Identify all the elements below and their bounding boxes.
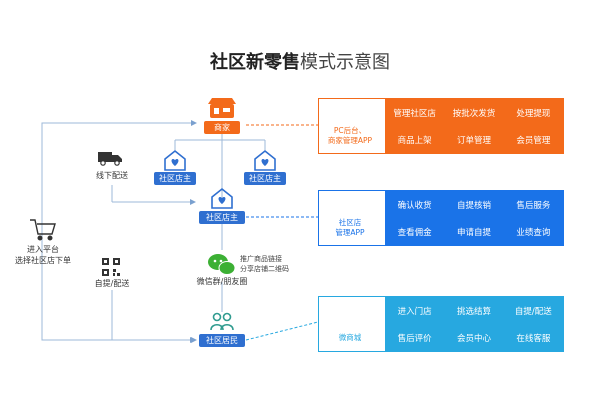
feature-item: 申请自提	[456, 227, 491, 238]
cart-icon	[30, 219, 56, 241]
caption-line2: 商家管理APP	[327, 136, 373, 145]
feature-item: 进入门店	[397, 306, 432, 317]
wechat-icon	[208, 254, 236, 275]
share-note: 推广商品链接 分享店铺二维码	[240, 254, 310, 274]
offline-delivery-lines	[111, 185, 196, 205]
caption-line1: PC后台、	[333, 126, 367, 135]
feature-item: 自提/配送	[514, 306, 552, 317]
owner-left-label: 社区店主	[154, 172, 196, 185]
house-heart-icon	[254, 149, 276, 171]
feature-item: 售后服务	[516, 200, 551, 211]
feature-item: 确认收货	[397, 200, 432, 211]
merchant-branch-lines	[174, 132, 266, 200]
owner-center-label: 社区店主	[199, 211, 245, 224]
store-icon	[208, 98, 236, 118]
share-note-line1: 推广商品链接	[240, 255, 282, 263]
enter-line2: 选择社区店下单	[15, 256, 71, 265]
house-heart-icon	[164, 149, 186, 171]
feature-item: 在线客服	[516, 333, 551, 344]
offline-delivery-label: 线下配送	[96, 171, 128, 180]
mall-panel-caption: 微商城	[319, 297, 381, 351]
share-note-line2: 分享店铺二维码	[240, 265, 289, 273]
feature-item: 会员中心	[456, 333, 491, 344]
merchant-panel: PC后台、 商家管理APP 管理社区店 按批次发货 处理提现 商品上架 订单管理…	[318, 98, 564, 154]
title-rest: 模式示意图	[300, 52, 390, 73]
feature-item: 商品上架	[397, 135, 432, 146]
merchant-label: 商家	[204, 121, 240, 134]
title-bold: 社区新零售	[210, 52, 300, 73]
owner-right-label: 社区店主	[244, 172, 286, 185]
social-label: 微信群/朋友圈	[196, 277, 248, 286]
feature-item: 按批次发货	[452, 108, 496, 119]
feature-item: 管理社区店	[393, 108, 436, 119]
feature-item: 处理提现	[516, 108, 551, 119]
people-icon	[210, 312, 234, 331]
feature-item: 查看佣金	[397, 227, 432, 238]
feature-item: 挑选结算	[456, 306, 491, 317]
qr-code-icon	[102, 258, 120, 276]
pickup-lines	[111, 290, 196, 343]
mall-panel: 微商城 进入门店 挑选结算 自提/配送 售后评价 会员中心 在线客服	[318, 296, 564, 352]
feature-item: 售后评价	[397, 333, 432, 344]
merchant-panel-caption: PC后台、 商家管理APP	[319, 99, 381, 153]
pickup-delivery-label: 自提/配送	[94, 279, 130, 288]
feature-item: 会员管理	[516, 135, 551, 146]
store-owner-panel: 社区店 管理APP 确认收货 自提核销 售后服务 查看佣金 申请自提 业绩查询	[318, 190, 564, 246]
feature-item: 业绩查询	[516, 227, 551, 238]
caption-line1: 社区店	[338, 218, 362, 227]
caption-line2: 管理APP	[335, 228, 365, 237]
left-flow-lines	[41, 122, 197, 343]
feature-item: 自提核销	[456, 200, 491, 211]
store-owner-panel-caption: 社区店 管理APP	[319, 191, 381, 245]
mall-features: 进入门店 挑选结算 自提/配送 售后评价 会员中心 在线客服	[385, 297, 563, 351]
feature-item: 订单管理	[456, 135, 491, 146]
enter-platform-text: 进入平台 选择社区店下单	[8, 244, 78, 266]
resident-label: 社区居民	[199, 334, 245, 347]
enter-line1: 进入平台	[27, 245, 59, 254]
diagram-title: 社区新零售模式示意图	[0, 48, 600, 74]
house-heart-icon	[211, 187, 233, 209]
panel-connectors	[245, 124, 319, 341]
store-owner-features: 确认收货 自提核销 售后服务 查看佣金 申请自提 业绩查询	[385, 191, 563, 245]
truck-icon	[98, 152, 122, 166]
caption-line1: 微商城	[338, 333, 362, 342]
merchant-features: 管理社区店 按批次发货 处理提现 商品上架 订单管理 会员管理	[385, 99, 563, 153]
